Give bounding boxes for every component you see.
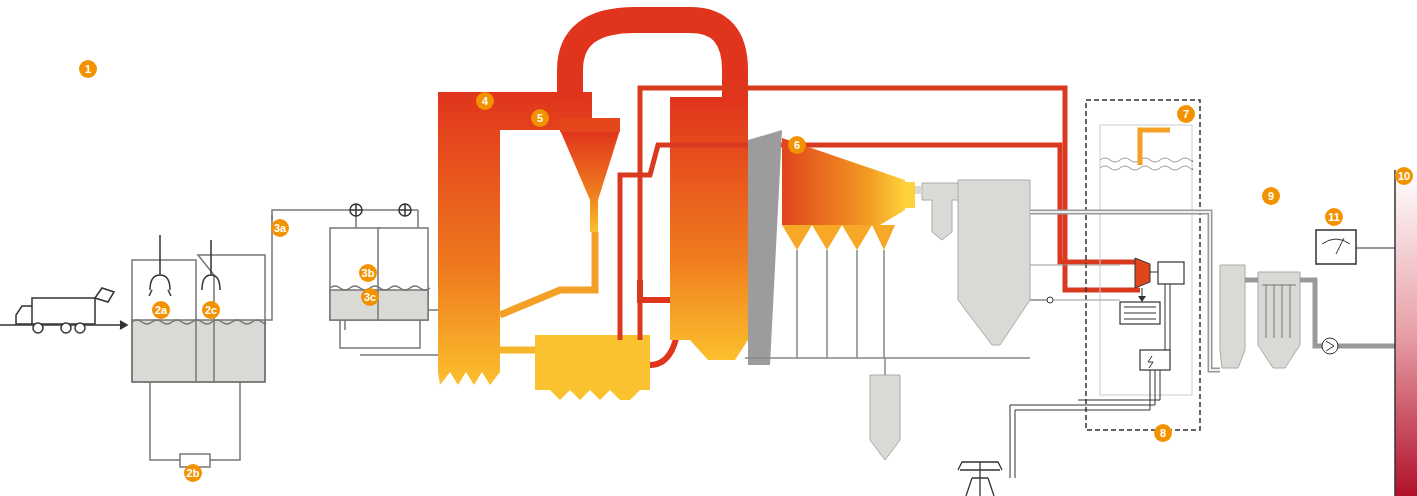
callout-number: 5 — [531, 109, 549, 127]
callout-number: 7 — [1177, 105, 1195, 123]
callout-number: 6 — [788, 136, 806, 154]
callout-number: 8 — [1154, 424, 1172, 442]
callout-number: 1 — [79, 60, 97, 78]
callout-number: 4 — [476, 92, 494, 110]
callout-number: 9 — [1262, 187, 1280, 205]
callout-number: 3a — [271, 219, 289, 237]
callout-number: 3b — [359, 264, 377, 282]
callout-number: 11 — [1325, 208, 1343, 226]
callout-number: 2a — [152, 301, 170, 319]
callout-number: 2c — [202, 301, 220, 319]
callout-number: 2b — [184, 464, 202, 482]
callout-number: 3c — [361, 288, 379, 306]
callout-number: 10 — [1395, 167, 1413, 185]
